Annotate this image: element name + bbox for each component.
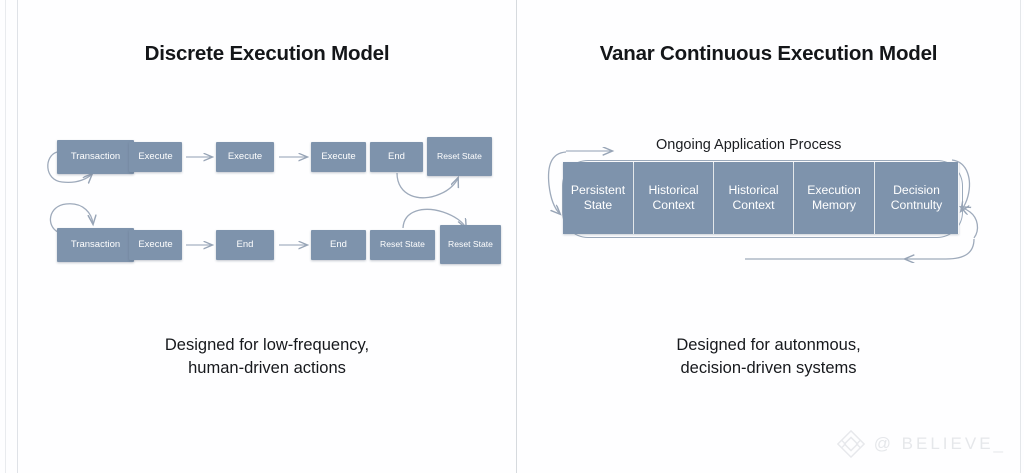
left-panel-caption: Designed for low-frequency, human-driven… bbox=[18, 334, 516, 381]
ongoing-process-label: Ongoing Application Process bbox=[656, 137, 842, 153]
discrete-execution-panel: Discrete Execution Model Designed for lo… bbox=[18, 0, 516, 473]
node-r2-3: End bbox=[216, 230, 274, 260]
left-caption-line-2: human-driven actions bbox=[188, 359, 346, 378]
node-r2-4: End bbox=[311, 230, 366, 260]
page-edge-line-outer bbox=[5, 0, 6, 473]
continuous-execution-panel: Vanar Continuous Execution Model Designe… bbox=[517, 0, 1020, 473]
left-caption-line-1: Designed for low-frequency, bbox=[164, 336, 370, 354]
node-r1-3: Execute bbox=[216, 142, 274, 172]
node-r2-1: Transaction bbox=[57, 228, 134, 262]
watermark-handle: @ BELIEVE_ bbox=[873, 434, 1006, 453]
node-r1-2: Execute bbox=[129, 142, 182, 172]
node-r1-6: Reset State bbox=[427, 137, 492, 176]
left-panel-title: Discrete Execution Model bbox=[144, 42, 390, 65]
page-edge-line-inner bbox=[17, 0, 18, 473]
node-r2-5: Reset State bbox=[370, 230, 435, 260]
node-r1-1: Transaction bbox=[57, 140, 134, 174]
node-r1-5: End bbox=[370, 142, 423, 172]
node-r2-6: Reset State bbox=[440, 225, 501, 264]
right-panel-title: Vanar Continuous Execution Model bbox=[599, 42, 938, 65]
panel-divider bbox=[516, 0, 517, 473]
right-caption-line-1: Designed for autonmous, bbox=[676, 336, 861, 354]
right-caption-line-2: decision-driven systems bbox=[680, 359, 857, 378]
right-panel-caption: Designed for autonmous, decision-driven … bbox=[517, 334, 1020, 381]
node-r1-4: Execute bbox=[311, 142, 366, 172]
page-edge-line-right bbox=[1020, 0, 1021, 473]
node-r2-2: Execute bbox=[129, 230, 182, 260]
diamond-logo-icon bbox=[836, 429, 865, 459]
watermark: @ BELIEVE_ bbox=[836, 429, 1006, 459]
